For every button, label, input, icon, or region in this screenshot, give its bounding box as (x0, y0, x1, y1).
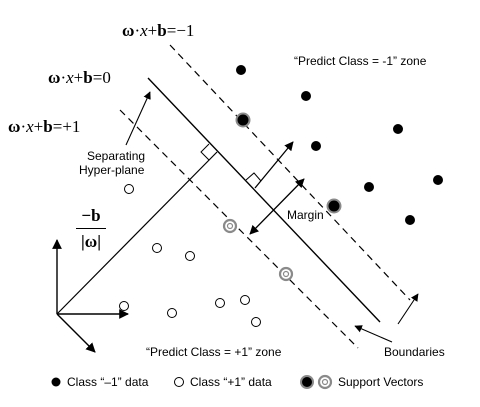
fraction-denominator: |ω| (81, 232, 101, 251)
right-angle-marker (200, 143, 210, 161)
support-vector-filled (326, 198, 342, 214)
support-vector-points (222, 112, 342, 282)
class-minus-one-point (311, 141, 321, 151)
legend-support-filled-symbol (300, 375, 314, 389)
support-vector-hollow (278, 266, 294, 282)
boundaries-pointer-arrow-2 (354, 325, 393, 343)
equation-plus-one: ω·x+b=+1 (8, 117, 81, 136)
class-minus-one-point (393, 124, 403, 134)
legend-symbols (51, 374, 333, 390)
equation-zero: ω·x+b=0 (48, 68, 111, 87)
legend-class-plus-symbol (174, 377, 184, 387)
predict-minus-zone-label: “Predict Class = -1” zone (294, 54, 427, 68)
class-minus-one-point (364, 182, 374, 192)
hyperplane-label-line2: Hyper-plane (79, 163, 145, 177)
class-minus-one-point (301, 91, 311, 101)
class-minus-one-points (236, 65, 443, 225)
margin-label: Margin (287, 208, 324, 222)
offset-fraction: −b |ω| (76, 206, 106, 252)
boundaries-label: Boundaries (384, 345, 445, 359)
class-plus-one-point (124, 184, 134, 194)
boundary-minus-one-line (169, 44, 411, 301)
class-minus-one-point (433, 175, 443, 185)
class-plus-one-point (152, 243, 162, 253)
boundary-plus-one-line (119, 109, 359, 349)
normal-arrow (254, 141, 294, 189)
margin-right-angle-marker (245, 172, 262, 182)
equation-minus-one: ω·x+b=−1 (122, 21, 195, 40)
class-plus-one-point (215, 298, 225, 308)
axis-diagonal (56, 313, 96, 353)
separating-hyperplane-line (147, 77, 381, 323)
hyperplane-pointer-arrow (125, 91, 151, 146)
class-plus-one-point (119, 301, 129, 311)
class-plus-one-points (119, 184, 261, 327)
legend-class-minus-symbol (51, 377, 61, 387)
predict-plus-zone-label: “Predict Class = +1” zone (146, 345, 282, 359)
offset-vector-line (56, 151, 218, 315)
class-plus-one-point (251, 317, 261, 327)
coordinate-axes (52, 239, 129, 353)
legend-class-minus-label: Class “–1” data (67, 375, 149, 389)
class-minus-one-point (405, 215, 415, 225)
legend-support-hollow-symbol (317, 374, 333, 390)
fraction-numerator: −b (76, 206, 106, 229)
class-plus-one-point (167, 308, 177, 318)
support-vector-hollow (222, 218, 238, 234)
support-vector-filled (235, 112, 251, 128)
boundaries-pointer-arrow-1 (397, 293, 419, 325)
support-vector-hollow (282, 270, 290, 278)
class-minus-one-point (236, 65, 246, 75)
margin-arrow (249, 178, 305, 235)
legend-support-vectors-label: Support Vectors (338, 375, 424, 389)
support-vector-hollow (226, 222, 234, 230)
legend-support-hollow-inner (321, 378, 329, 386)
legend-class-plus-label: Class “+1” data (190, 375, 272, 389)
hyperplane-label-line1: Separating (87, 149, 146, 163)
class-plus-one-point (240, 295, 250, 305)
class-plus-one-point (185, 251, 195, 261)
